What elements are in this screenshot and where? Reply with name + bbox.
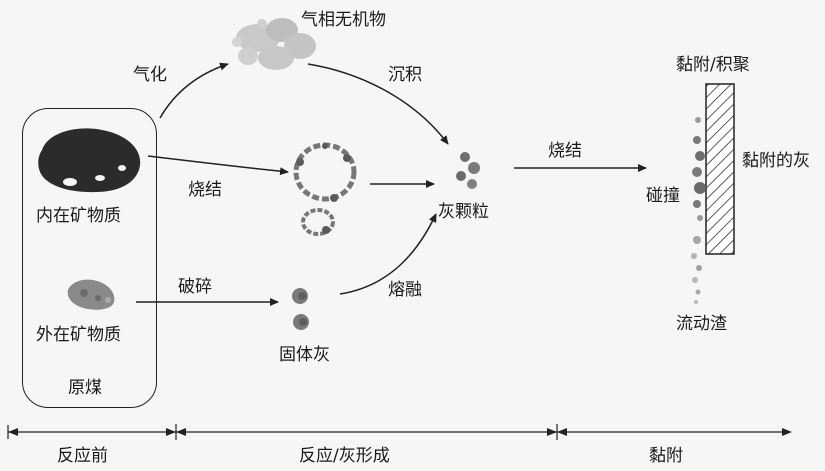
sintered-ring-large (293, 142, 357, 202)
ash-particles-cluster (456, 152, 480, 189)
label-ash-particle: 灰颗粒 (438, 202, 489, 222)
stage-before: 反应前 (57, 446, 108, 466)
timeline-arrow-c-left (557, 428, 567, 436)
label-inherent-mineral: 内在矿物质 (36, 206, 121, 226)
stage-sticking: 黏附 (649, 446, 683, 466)
label-sinter-right: 烧结 (548, 141, 582, 161)
sticking-wall (705, 83, 735, 255)
arrow-sinter-left (147, 155, 289, 176)
label-raw-coal: 原煤 (68, 378, 102, 398)
timeline-arrow-a-right (166, 428, 176, 436)
label-collide: 碰撞 (646, 186, 680, 206)
label-solid-ash: 固体灰 (279, 345, 330, 365)
label-stick-accum: 黏附/积聚 (676, 55, 750, 75)
label-gas-inorganic: 气相无机物 (301, 10, 386, 30)
label-melt: 熔融 (388, 280, 422, 300)
sintered-ring-small (301, 208, 335, 236)
label-sticking-ash: 黏附的灰 (742, 151, 810, 171)
arrow-gasify (159, 62, 229, 119)
label-gasify: 气化 (133, 65, 167, 85)
label-deposit: 沉积 (388, 65, 422, 85)
label-external-mineral: 外在矿物质 (36, 325, 121, 345)
label-sinter-top: 烧结 (188, 180, 222, 200)
arrow-melt (339, 213, 437, 295)
arrow-deposit (307, 63, 449, 145)
solid-ash-particles (292, 288, 309, 330)
timeline-arrow-b-right (547, 428, 557, 436)
label-flowing-slag: 流动渣 (676, 314, 727, 334)
ash-on-wall (692, 117, 706, 221)
flowing-slag-drips (691, 236, 702, 304)
timeline-arrow-b-left (176, 428, 186, 436)
timeline-arrow-a-left (8, 428, 18, 436)
label-break: 破碎 (178, 277, 212, 297)
timeline-arrow-c-right (782, 428, 792, 436)
gas-inorganic-cloud (232, 18, 316, 70)
external-mineral-blob (67, 279, 115, 310)
inherent-mineral-blob (38, 128, 141, 193)
raw-coal-box (22, 108, 157, 408)
stage-during: 反应/灰形成 (299, 446, 390, 466)
